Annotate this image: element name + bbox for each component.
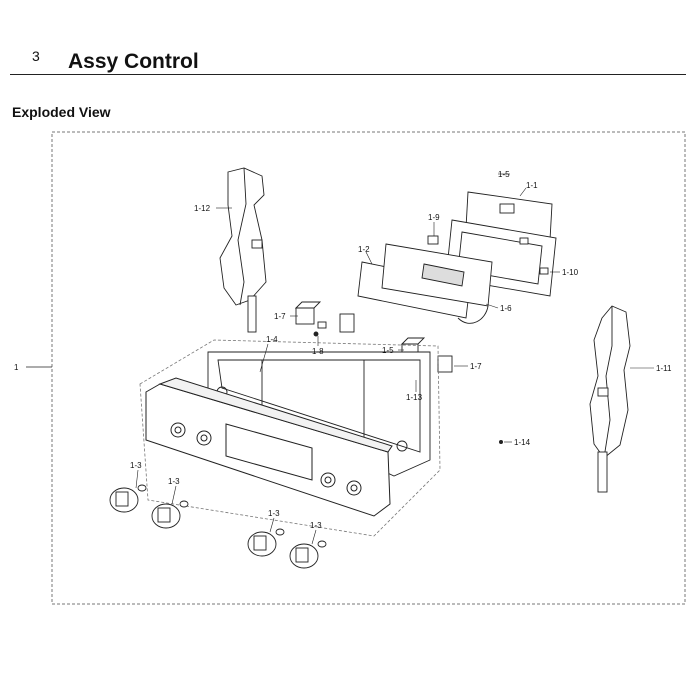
callout-1-12: 1-12 xyxy=(194,204,211,213)
section-title: Assy Control xyxy=(68,50,199,73)
callout-1-7-right: 1-7 xyxy=(470,362,482,371)
callout-1: 1 xyxy=(14,363,19,372)
switch-block-left-part xyxy=(294,301,355,337)
callout-1-9: 1-9 xyxy=(428,213,440,222)
knob-part-4 xyxy=(289,540,327,569)
callout-1-11: 1-11 xyxy=(656,364,672,373)
callout-1-3-b: 1-3 xyxy=(168,477,180,486)
callout-1-3-d: 1-3 xyxy=(310,521,322,530)
knob-part-2 xyxy=(151,500,189,529)
panel-assy-boundary xyxy=(139,339,441,537)
callout-1-14: 1-14 xyxy=(514,438,531,447)
leader-lines xyxy=(135,173,654,545)
callout-1-8: 1-8 xyxy=(312,347,324,356)
display-pcb-part xyxy=(381,243,493,324)
callout-1-6: 1-6 xyxy=(500,304,512,313)
callout-1-2: 1-2 xyxy=(358,245,370,254)
knob-part-1 xyxy=(109,484,147,513)
screw-part xyxy=(499,440,503,444)
exploded-view-title: Exploded View xyxy=(12,104,111,120)
callout-1-5-top: 1-5 xyxy=(498,170,510,179)
front-panel-part xyxy=(145,377,393,517)
bracket-left-part xyxy=(219,167,267,333)
callout-1-10: 1-10 xyxy=(562,268,579,277)
callout-1-1: 1-1 xyxy=(526,181,538,190)
callout-1-3-a: 1-3 xyxy=(130,461,142,470)
callout-1-13: 1-13 xyxy=(406,393,423,402)
assembly-boundary xyxy=(51,131,686,605)
callout-1-4: 1-4 xyxy=(266,335,278,344)
bracket-right-part xyxy=(589,305,631,493)
callout-1-3-c: 1-3 xyxy=(268,509,280,518)
section-number: 3 xyxy=(32,48,40,64)
section-header: 3 Assy Control xyxy=(10,40,686,75)
clip-part xyxy=(427,235,439,245)
knob-part-3 xyxy=(247,528,285,557)
callout-1-7-left: 1-7 xyxy=(274,312,286,321)
callout-1-5: 1-5 xyxy=(382,346,394,355)
